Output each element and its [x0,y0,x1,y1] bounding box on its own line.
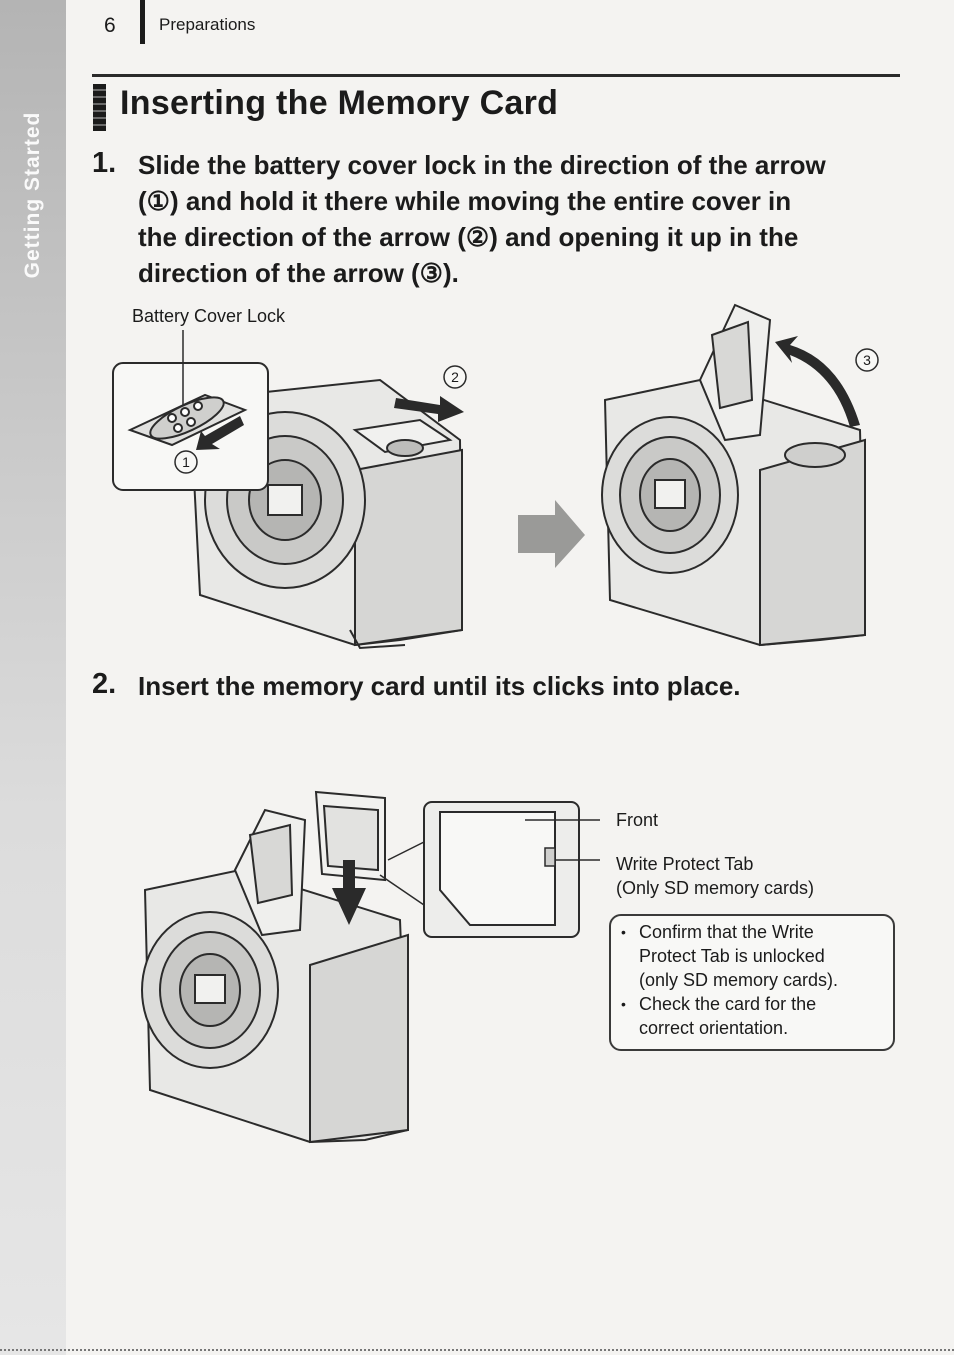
section-label: Preparations [159,15,256,34]
note-line: Confirm that the Write [639,922,814,942]
battery-cover-lock-label: Battery Cover Lock [132,306,286,326]
page-number: 6 [104,14,116,37]
insert-arrow [332,860,366,925]
marker-3-text: 3 [863,352,871,368]
step-2-number: 2. [92,668,117,700]
page-title: Inserting the Memory Card [120,84,559,122]
marker-1-text: 1 [182,454,190,470]
header-divider [140,0,145,44]
arrow-1 [196,416,244,450]
marker-2-text: 2 [451,369,459,385]
page-bottom-edge [0,1349,954,1351]
note-line: Protect Tab is unlocked [639,946,825,966]
note-line: Check the card for the [639,994,817,1014]
step-1-line: Slide the battery cover lock in the dire… [138,150,826,180]
note-list: Confirm that the Write Protect Tab is un… [611,916,893,1040]
write-protect-note: (Only SD memory cards) [616,878,815,898]
step-1-line: the direction of the arrow (②) and openi… [138,222,799,252]
marker-2-circle [443,365,467,389]
note-item: Check the card for the correct orientati… [621,992,883,1040]
write-protect-label: Write Protect Tab [616,854,754,874]
marker-1-circle [174,450,198,474]
front-label: Front [616,810,659,830]
arrow-2 [394,396,464,422]
note-line: correct orientation. [639,1018,789,1038]
lock-inset-drawing [127,393,248,447]
arrow-3 [775,336,860,427]
note-box: Confirm that the Write Protect Tab is un… [609,914,895,1051]
step-1-number: 1. [92,147,117,179]
step-1-text: Slide the battery cover lock in the dire… [138,147,826,291]
marker-3-circle [855,348,879,372]
note-line: (only SD memory cards). [639,970,839,990]
step-1-line: direction of the arrow (③). [138,258,459,288]
side-tab: Getting Started [0,0,66,1355]
transition-arrow [518,500,585,568]
title-marker [93,84,106,131]
camera-insert-drawing [141,808,410,1144]
step-2-text: Insert the memory card until its clicks … [138,671,741,701]
step-1-line: (①) and hold it there while moving the e… [138,186,792,216]
title-rule [92,74,900,77]
camera-right-drawing [601,303,867,647]
note-item: Confirm that the Write Protect Tab is un… [621,920,883,992]
